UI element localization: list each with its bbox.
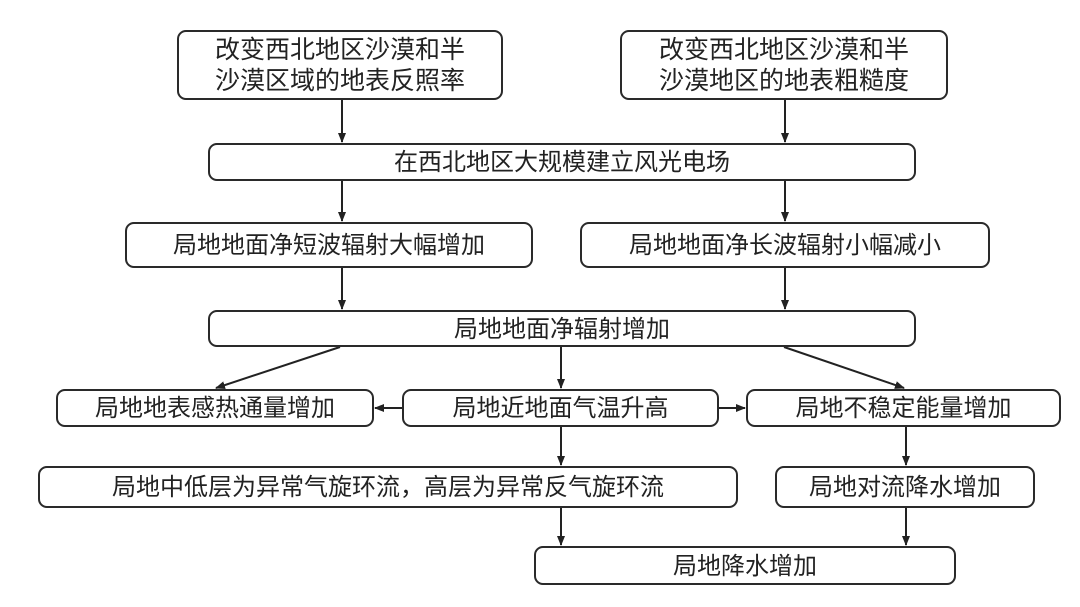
node-convective-precip: 局地对流降水增加 bbox=[775, 466, 1035, 508]
node-circulation-label: 局地中低层为异常气旋环流，高层为异常反气旋环流 bbox=[112, 473, 664, 501]
node-roughness: 改变西北地区沙漠和半 沙漠地区的地表粗糙度 bbox=[620, 30, 948, 100]
node-sensible-heat: 局地地表感热通量增加 bbox=[56, 389, 374, 427]
node-convective-precip-label: 局地对流降水增加 bbox=[809, 473, 1001, 501]
node-albedo-line-2: 沙漠区域的地表反照率 bbox=[214, 66, 465, 95]
arrow-netrad-to-sensibleheat bbox=[215, 346, 341, 389]
node-precipitation: 局地降水增加 bbox=[534, 546, 956, 585]
node-shortwave-label: 局地地面净短波辐射大幅增加 bbox=[173, 231, 485, 259]
arrow-netrad-to-unstable bbox=[783, 346, 905, 389]
node-longwave: 局地地面净长波辐射小幅减小 bbox=[580, 222, 990, 268]
node-roughness-line-1: 改变西北地区沙漠和半 bbox=[658, 35, 909, 64]
node-roughness-line-2: 沙漠地区的地表粗糙度 bbox=[658, 66, 909, 95]
node-albedo: 改变西北地区沙漠和半 沙漠区域的地表反照率 bbox=[177, 30, 503, 100]
node-unstable-energy-label: 局地不稳定能量增加 bbox=[795, 394, 1012, 422]
node-net-radiation: 局地地面净辐射增加 bbox=[208, 310, 916, 347]
node-air-temp: 局地近地面气温升高 bbox=[402, 389, 719, 427]
node-wind-solar: 在西北地区大规模建立风光电场 bbox=[208, 143, 916, 181]
node-precipitation-label: 局地降水增加 bbox=[673, 551, 817, 580]
node-shortwave: 局地地面净短波辐射大幅增加 bbox=[125, 222, 533, 268]
node-air-temp-label: 局地近地面气温升高 bbox=[452, 394, 669, 422]
node-longwave-label: 局地地面净长波辐射小幅减小 bbox=[629, 231, 941, 259]
node-sensible-heat-label: 局地地表感热通量增加 bbox=[95, 394, 335, 422]
node-wind-solar-label: 在西北地区大规模建立风光电场 bbox=[394, 148, 730, 176]
node-albedo-line-1: 改变西北地区沙漠和半 bbox=[214, 35, 465, 64]
node-unstable-energy: 局地不稳定能量增加 bbox=[746, 389, 1061, 427]
node-circulation: 局地中低层为异常气旋环流，高层为异常反气旋环流 bbox=[38, 466, 738, 508]
node-net-radiation-label: 局地地面净辐射增加 bbox=[454, 314, 670, 343]
